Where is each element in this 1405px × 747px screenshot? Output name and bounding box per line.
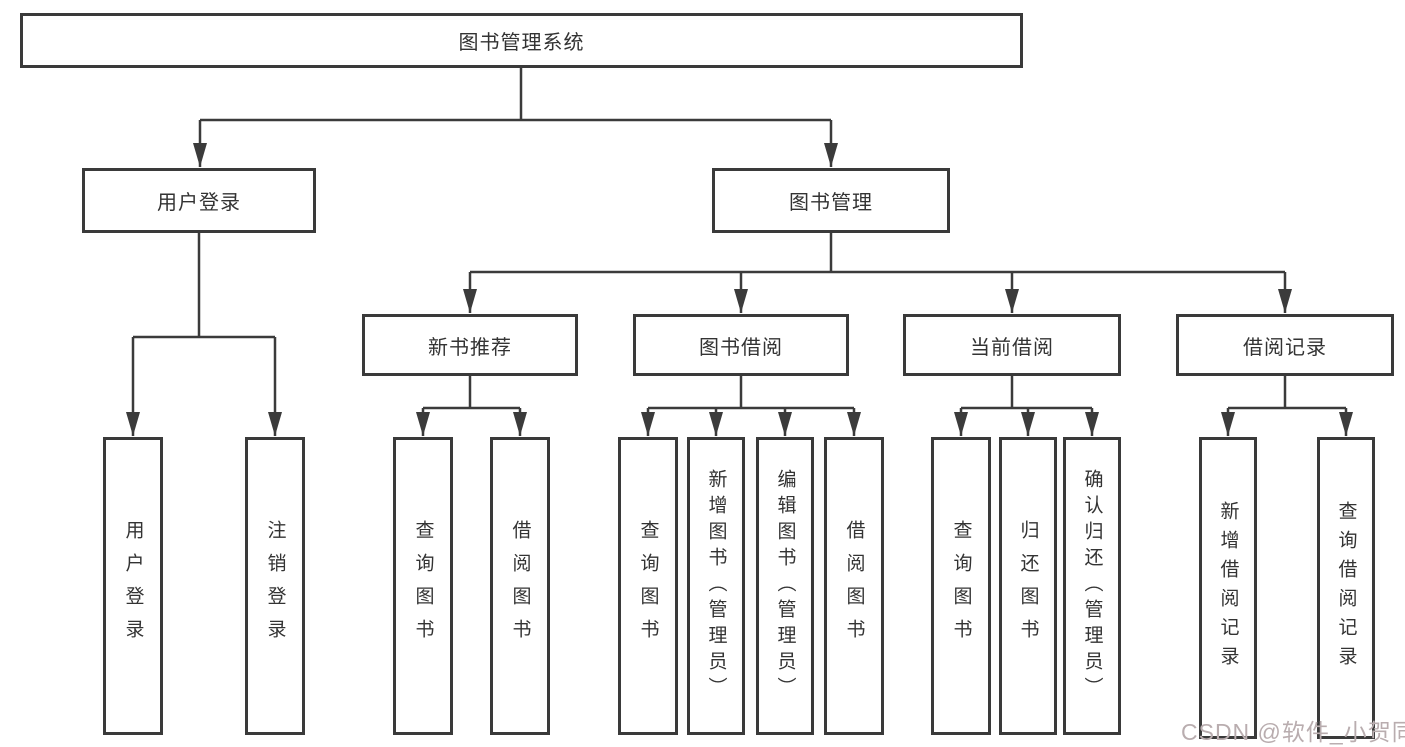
node-book-management-label: 图书管理: [789, 192, 873, 214]
leaf-borrow-books-borrowing-label: 借阅图书: [843, 520, 865, 652]
leaf-user-login: 用户登录: [103, 437, 163, 735]
leaf-user-login-label: 用户登录: [122, 520, 144, 652]
leaf-logout: 注销登录: [245, 437, 305, 735]
leaf-return-books-label: 归还图书: [1017, 520, 1039, 652]
leaf-edit-books-admin-label: 编辑图书（管理员）: [774, 469, 796, 703]
leaf-borrow-books-recommend: 借阅图书: [490, 437, 550, 735]
node-current-borrowing: 当前借阅: [903, 314, 1121, 376]
leaf-query-books-recommend-label: 查询图书: [412, 520, 434, 652]
leaf-borrow-books-borrowing: 借阅图书: [824, 437, 884, 735]
node-user-login-label: 用户登录: [157, 192, 241, 214]
node-current-borrowing-label: 当前借阅: [970, 336, 1054, 359]
leaf-query-books-current-label: 查询图书: [950, 520, 972, 652]
leaf-query-borrow-record-label: 查询借阅记录: [1335, 501, 1357, 675]
leaf-query-borrow-record: 查询借阅记录: [1317, 437, 1375, 739]
leaf-add-borrow-record: 新增借阅记录: [1199, 437, 1257, 739]
node-user-login: 用户登录: [82, 168, 316, 233]
node-borrowing-records-label: 借阅记录: [1243, 336, 1327, 359]
node-borrowing-records: 借阅记录: [1176, 314, 1394, 376]
node-book-borrowing: 图书借阅: [633, 314, 849, 376]
leaf-confirm-return-admin: 确认归还（管理员）: [1063, 437, 1121, 735]
leaf-add-books-admin: 新增图书（管理员）: [687, 437, 745, 735]
leaf-confirm-return-admin-label: 确认归还（管理员）: [1081, 469, 1103, 703]
leaf-query-books-borrowing: 查询图书: [618, 437, 678, 735]
root-node: 图书管理系统: [20, 13, 1023, 68]
node-new-book-recommend: 新书推荐: [362, 314, 578, 376]
leaf-borrow-books-recommend-label: 借阅图书: [509, 520, 531, 652]
leaf-return-books: 归还图书: [999, 437, 1057, 735]
root-node-label: 图书管理系统: [458, 32, 585, 54]
leaf-add-books-admin-label: 新增图书（管理员）: [705, 469, 727, 703]
node-new-book-recommend-label: 新书推荐: [428, 336, 512, 359]
leaf-query-books-current: 查询图书: [931, 437, 991, 735]
leaf-query-books-borrowing-label: 查询图书: [637, 520, 659, 652]
leaf-logout-label: 注销登录: [264, 520, 286, 652]
leaf-add-borrow-record-label: 新增借阅记录: [1217, 501, 1239, 675]
csdn-watermark: CSDN @软件_小贺同学: [1181, 719, 1405, 745]
leaf-query-books-recommend: 查询图书: [393, 437, 453, 735]
node-book-borrowing-label: 图书借阅: [699, 336, 783, 359]
node-book-management: 图书管理: [712, 168, 950, 233]
leaf-edit-books-admin: 编辑图书（管理员）: [756, 437, 814, 735]
